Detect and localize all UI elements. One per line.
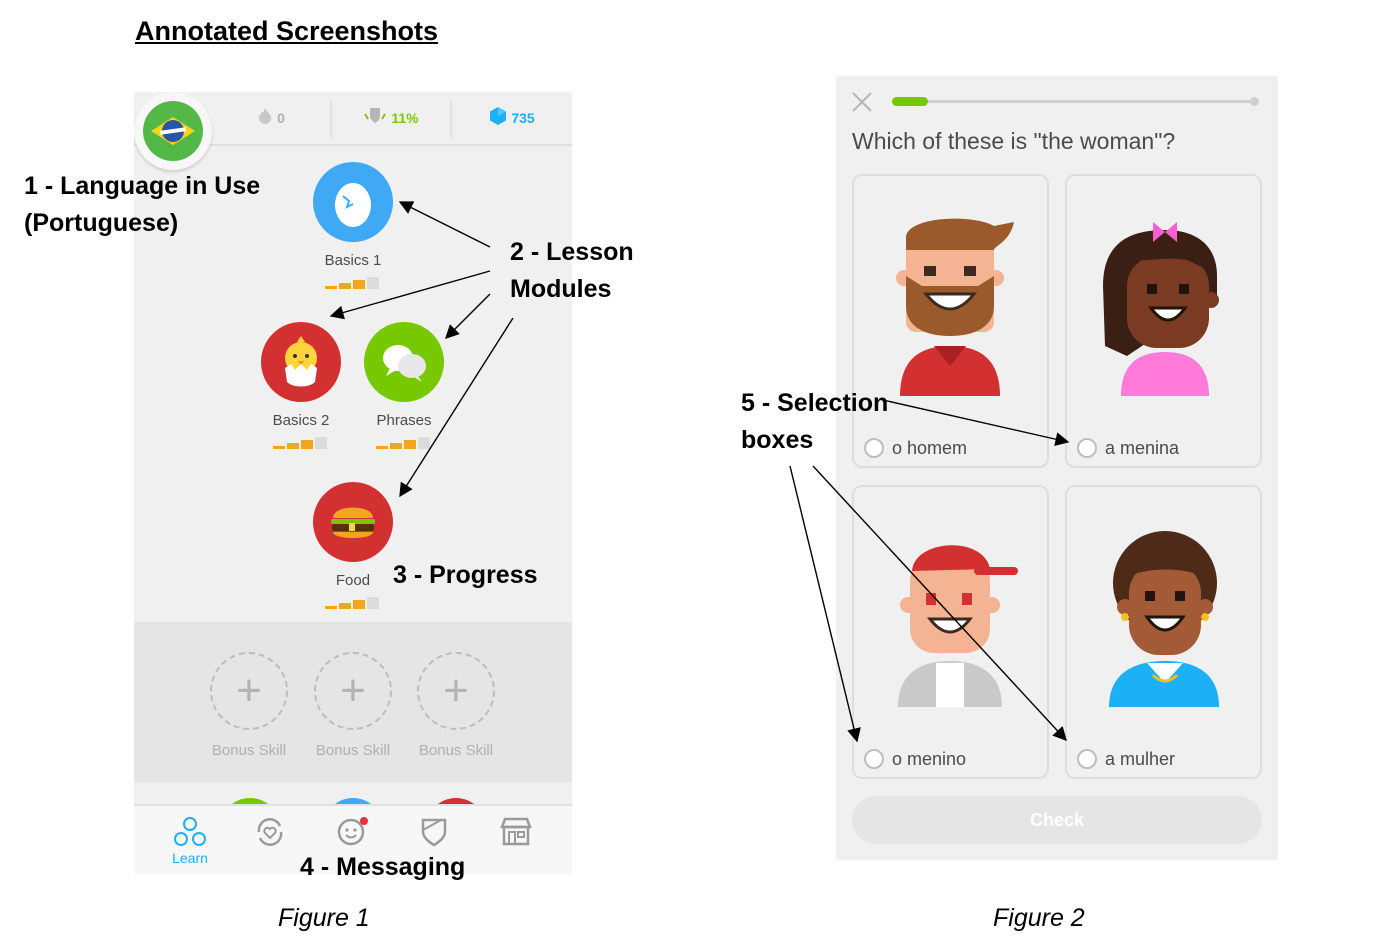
bonus-skill-2[interactable]: + Bonus Skill [300, 652, 406, 759]
annotation-lesson-modules: 2 - Lesson Modules [510, 238, 634, 303]
speech-bubbles-icon [364, 322, 444, 402]
choice-card-a-mulher[interactable]: a mulher [1065, 485, 1262, 779]
page-title: Annotated Screenshots [135, 16, 439, 46]
annotation-progress: 3 - Progress [393, 561, 538, 589]
man-illustration [854, 176, 1047, 426]
option-label: o menino [892, 749, 967, 769]
skill-progress-bar [376, 437, 432, 449]
skill-basics-1[interactable]: Basics 1 [298, 162, 408, 289]
nav-learn-label: Learn [172, 850, 208, 866]
figure1-caption: Figure 1 [278, 904, 370, 932]
skill-progress-bar [273, 437, 329, 449]
streak-stat[interactable]: 0 [212, 92, 330, 144]
store-icon [486, 814, 546, 850]
bonus-skills-section: + Bonus Skill + Bonus Skill + Bonus Skil… [134, 622, 572, 782]
woman-illustration [1067, 487, 1260, 737]
lesson-progress-bar [892, 97, 1260, 106]
plus-icon: + [314, 652, 392, 730]
burger-icon [313, 482, 393, 562]
skill-phrases[interactable]: Phrases [349, 322, 459, 449]
flame-icon [257, 107, 273, 130]
check-button[interactable]: Check [852, 796, 1262, 844]
radio-button[interactable] [864, 438, 884, 458]
bonus-skill-3[interactable]: + Bonus Skill [403, 652, 509, 759]
nav-shop[interactable] [486, 814, 546, 850]
bonus-skill-1[interactable]: + Bonus Skill [196, 652, 302, 759]
nav-practice[interactable] [240, 814, 300, 850]
divider [450, 100, 452, 138]
skill-progress-bar [325, 277, 381, 289]
radio-button[interactable] [1077, 749, 1097, 769]
gems-stat[interactable]: 735 [452, 92, 572, 144]
skill-name: Food [335, 572, 371, 589]
skill-food[interactable]: Food [298, 482, 408, 609]
smiley-chat-icon [322, 814, 382, 850]
boy-illustration [854, 487, 1047, 737]
lesson-progress-fill [892, 97, 928, 106]
figure2-phone-screenshot: Which of these is "the woman"? o homem [836, 76, 1278, 860]
figure2-caption: Figure 2 [993, 904, 1085, 932]
girl-illustration [1067, 176, 1260, 426]
skill-progress-bar [325, 597, 381, 609]
shield-icon [363, 106, 387, 131]
egg-icon [313, 162, 393, 242]
divider [330, 100, 332, 138]
choice-card-o-menino[interactable]: o menino [852, 485, 1049, 779]
streak-count: 0 [277, 110, 285, 126]
heart-refresh-icon [240, 814, 300, 850]
learn-icon [160, 814, 220, 850]
skill-basics-2[interactable]: Basics 2 [246, 322, 356, 449]
crown-percent: 11% [391, 110, 419, 126]
gem-icon [489, 106, 507, 131]
choice-card-a-menina[interactable]: a menina [1065, 174, 1262, 468]
brazil-flag-icon [143, 101, 203, 161]
skill-name: Basics 1 [324, 252, 382, 269]
plus-icon: + [210, 652, 288, 730]
nav-learn[interactable]: Learn [160, 814, 220, 866]
option-label: a mulher [1105, 749, 1176, 769]
radio-button[interactable] [864, 749, 884, 769]
nav-messaging[interactable] [322, 814, 382, 850]
skill-name: Phrases [376, 412, 432, 429]
plus-icon: + [417, 652, 495, 730]
chick-icon [261, 322, 341, 402]
annotation-selection-boxes: 5 - Selection boxes [741, 389, 889, 454]
option-label: o homem [892, 438, 968, 458]
bottom-nav-bar: Learn [134, 804, 572, 874]
close-icon[interactable] [850, 90, 874, 114]
radio-button[interactable] [1077, 438, 1097, 458]
skill-name: Basics 2 [272, 412, 330, 429]
gem-count: 735 [511, 110, 535, 126]
option-label: a menina [1105, 438, 1180, 458]
annotation-messaging: 4 - Messaging [300, 853, 466, 881]
annotation-language: 1 - Language in Use (Portuguese) [24, 172, 261, 237]
language-flag-button[interactable] [134, 92, 212, 170]
crown-stat[interactable]: 11% [332, 92, 450, 144]
question-prompt: Which of these is "the woman"? [852, 128, 1176, 154]
nav-profile[interactable] [404, 814, 464, 850]
shield-outline-icon [404, 814, 464, 850]
